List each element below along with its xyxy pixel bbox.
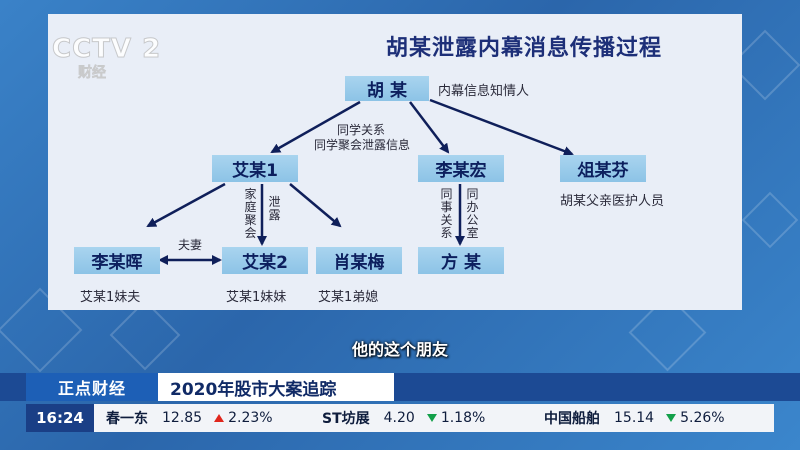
stock-price: 4.20 xyxy=(383,410,415,426)
note-gathering: 家庭聚会 xyxy=(244,187,257,240)
stock-change: 2.23% xyxy=(228,410,273,426)
edge-ai1-lihui xyxy=(146,182,226,228)
program-name: 正点财经 xyxy=(26,373,158,401)
note-leak: 泄露 xyxy=(268,195,281,222)
node-ai2: 艾某2 xyxy=(222,247,308,274)
node-zu: 俎某芬 xyxy=(560,155,646,182)
stock-ticker-bar xyxy=(26,404,774,432)
arrow-up-icon xyxy=(214,414,225,422)
arrow-down-icon xyxy=(426,414,437,422)
ticker-headline: 2020年股市大案追踪 xyxy=(158,373,394,401)
note-xiao: 艾某1弟媳 xyxy=(318,290,379,305)
note-lihui: 艾某1妹夫 xyxy=(80,290,141,305)
node-ai1: 艾某1 xyxy=(212,155,298,182)
note-hu: 内幕信息知情人 xyxy=(438,84,530,99)
channel-logo: CCTV 2 财经 xyxy=(51,34,172,82)
subtitle-caption: 他的这个朋友 xyxy=(351,340,448,359)
stock-item: ST坊展 4.20 1.18% xyxy=(322,404,485,432)
edge-ai1-xiao xyxy=(289,183,342,228)
note-ai2: 艾某1妹妹 xyxy=(226,290,287,305)
arrow-down-icon xyxy=(666,414,677,422)
stock-change: 5.26% xyxy=(680,410,725,426)
channel-logo-main: CCTV 2 xyxy=(51,34,162,65)
note-edge-ai1-line2: 同学聚会泄露信息 xyxy=(314,138,411,152)
node-xiao: 肖某梅 xyxy=(316,247,402,274)
stock-item: 中国船舶 15.14 5.26% xyxy=(544,404,725,432)
clock: 16:24 xyxy=(26,404,94,432)
note-colleague: 同事关系 xyxy=(440,187,453,240)
stock-price: 12.85 xyxy=(162,410,203,426)
node-fang: 方 某 xyxy=(418,247,504,274)
edge-hu-ai1 xyxy=(270,100,361,154)
diagram-title: 胡某泄露内幕消息传播过程 xyxy=(386,36,663,61)
edge-hu-zu xyxy=(429,98,574,156)
edge-hu-lihongs xyxy=(409,101,450,154)
stock-name: 中国船舶 xyxy=(544,411,600,427)
node-hu: 胡 某 xyxy=(345,76,429,101)
stock-name: ST坊展 xyxy=(322,411,370,427)
stock-item: 春一东 12.85 2.23% xyxy=(106,404,273,432)
stock-change: 1.18% xyxy=(440,410,486,426)
note-spouse: 夫妻 xyxy=(178,238,203,252)
node-lihongs: 李某宏 xyxy=(418,155,504,182)
stock-price: 15.14 xyxy=(614,410,655,426)
channel-logo-sub: 财经 xyxy=(78,65,107,82)
note-same-office: 同办公室 xyxy=(466,187,479,240)
note-zu: 胡某父亲医护人员 xyxy=(560,194,665,209)
node-lihui: 李某晖 xyxy=(74,247,160,274)
note-edge-ai1-line1: 同学关系 xyxy=(337,123,386,137)
stock-name: 春一东 xyxy=(106,411,148,427)
